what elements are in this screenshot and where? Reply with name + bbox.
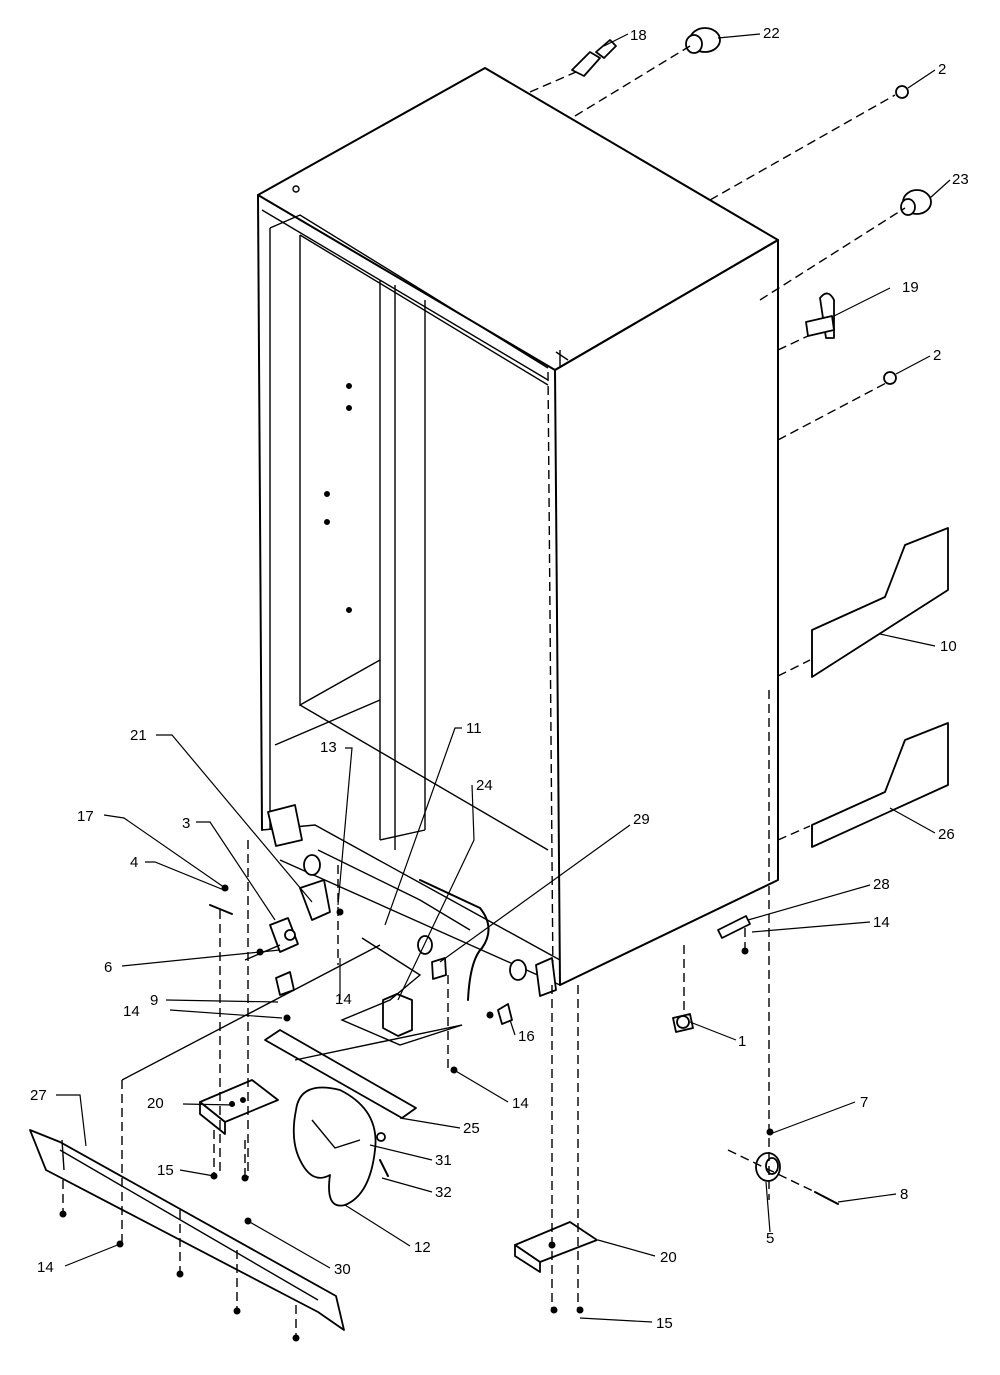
callout-11: 11 [466,720,482,737]
callout-14-mid: 14 [335,991,352,1008]
part-1-leveler [672,1013,694,1033]
callout-17: 17 [77,808,94,825]
part-16-bracket [497,1003,513,1025]
callout-5: 5 [766,1230,774,1247]
refrigerator-cabinet [257,67,779,986]
callout-3: 3 [182,815,190,832]
callout-16: 16 [518,1028,535,1045]
part-20-bracket-left [199,1079,279,1135]
callout-31: 31 [435,1152,452,1169]
callout-15-right: 15 [656,1315,673,1332]
callout-18: 18 [630,27,647,44]
callout-25: 25 [463,1120,480,1137]
callout-12: 12 [414,1239,431,1256]
part-12-tubing [292,1086,377,1207]
callout-10: 10 [940,638,957,655]
part-25-cover-plate [264,1029,417,1119]
callout-22: 22 [763,25,780,42]
part-28-bracket [717,915,751,939]
callout-2-mid: 2 [933,347,941,364]
callout-24: 24 [476,777,493,794]
callout-27: 27 [30,1087,47,1104]
callout-23: 23 [952,171,969,188]
part-10-door-trim [811,527,949,678]
part-11-duct [317,849,471,931]
callout-21: 21 [130,727,147,744]
left-hinge-assembly [267,804,557,997]
callout-20-right: 20 [660,1249,677,1266]
part-27-kickplate [29,1129,345,1331]
part-5-roller [755,1152,781,1182]
part-26-door-trim [811,722,949,848]
callout-7: 7 [860,1094,868,1111]
callout-32: 32 [435,1184,452,1201]
part-22-plug [685,27,721,54]
callout-8: 8 [900,1186,908,1203]
callout-labels: 18 22 2 23 19 2 10 26 28 14 1 7 8 5 20 1… [30,25,969,1332]
callout-9: 9 [150,992,158,1009]
part-19-hinge-pin [805,292,835,339]
callout-30: 30 [334,1261,351,1278]
callout-29: 29 [633,811,650,828]
callout-26: 26 [938,826,955,843]
part-20-bracket-right [514,1221,598,1273]
part-29-drain-tube [419,879,490,1001]
callout-2-top: 2 [938,61,946,78]
callout-14-left: 14 [123,1003,140,1020]
callout-15-left: 15 [157,1162,174,1179]
callout-14-center: 14 [512,1095,529,1112]
part-18-fitting [571,39,617,77]
callout-1: 1 [738,1033,746,1050]
part-8-screw [814,1191,839,1205]
callout-19: 19 [902,279,919,296]
callout-28: 28 [873,876,890,893]
callout-6: 6 [104,959,112,976]
small-fasteners [59,884,774,1342]
callout-20-left: 20 [147,1095,164,1112]
part-23-plug [900,189,932,216]
part-24-bracket [382,993,413,1037]
callout-14-right: 14 [873,914,890,931]
alignment-lines [62,45,906,1338]
callout-14-bottom: 14 [37,1259,54,1276]
callout-leaders [56,33,951,1323]
part-2-grommet-top [895,85,909,99]
callout-13: 13 [320,739,337,756]
callout-4: 4 [130,854,138,871]
part-2-grommet-mid [883,371,897,385]
